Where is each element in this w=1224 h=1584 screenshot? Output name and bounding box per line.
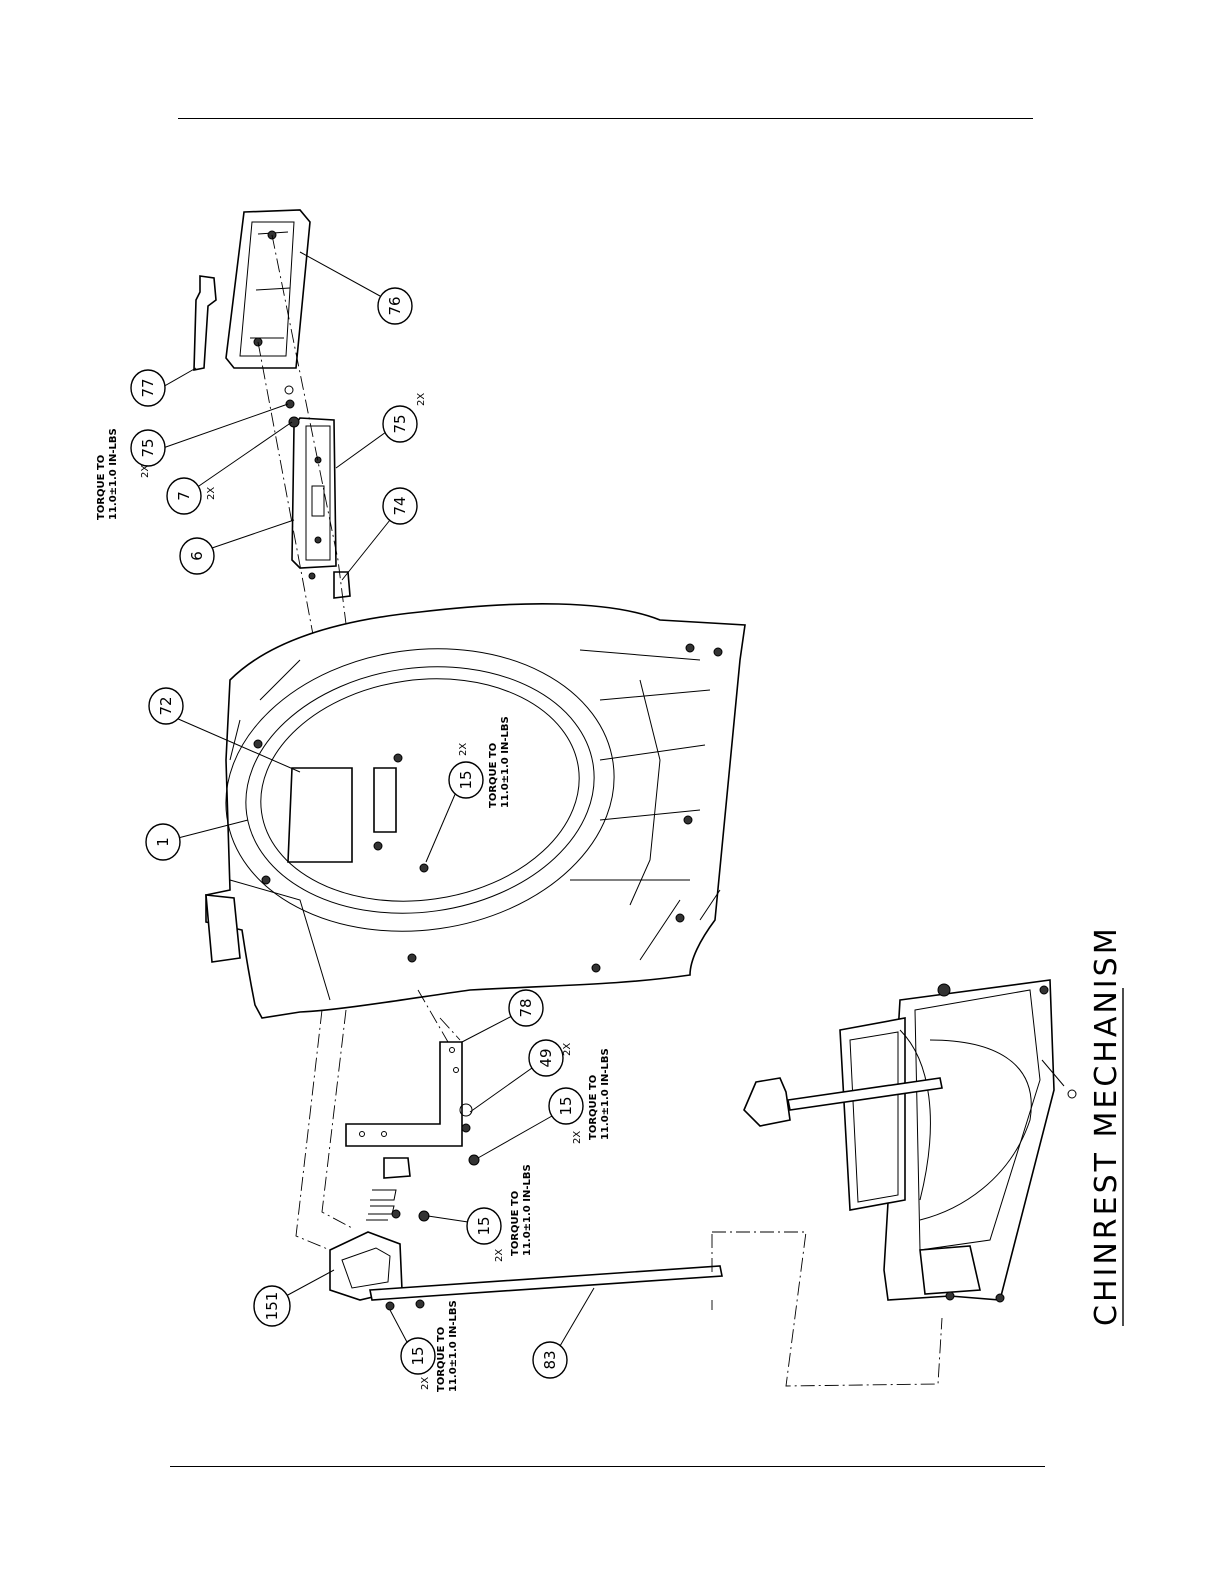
callout-75-top-qty: 2X: [140, 465, 151, 478]
drawing-title: CHINREST MECHANISM: [1089, 925, 1124, 1326]
torque-note-bottom-line2: 11.0±1.0 IN-LBS: [448, 1300, 459, 1392]
callout-74-num: 74: [391, 496, 409, 515]
callout-15-center-num: 15: [457, 770, 475, 789]
callout-15-washer-qty: 2X: [572, 1131, 583, 1144]
torque-note-center-line2: 11.0±1.0 IN-LBS: [500, 716, 511, 808]
callout-15-bottom-num: 15: [409, 1346, 427, 1365]
torque-note-spring: TORQUE TO 11.0±1.0 IN-LBS: [510, 1164, 533, 1256]
callout-49-num: 49: [537, 1048, 555, 1067]
callout-15-bottom: 15 2X: [390, 1310, 435, 1390]
torque-note-washer: TORQUE TO 11.0±1.0 IN-LBS: [588, 1048, 611, 1140]
torque-note-washer-line2: 11.0±1.0 IN-LBS: [600, 1048, 611, 1140]
rod-part-83: [370, 1266, 722, 1300]
callout-15-spring-qty: 2X: [494, 1249, 505, 1262]
callout-76-num: 76: [386, 296, 404, 315]
callout-83-num: 83: [541, 1350, 559, 1369]
callout-6-num: 6: [188, 551, 206, 561]
block-left: [206, 895, 240, 962]
callout-75-side: 75 2X: [336, 393, 427, 468]
callout-49-qty: 2X: [562, 1043, 573, 1056]
callout-72-num: 72: [157, 696, 175, 715]
torque-note-top: TORQUE TO 11.0±1.0 IN-LBS: [96, 428, 119, 520]
callout-7-qty: 2X: [206, 487, 217, 500]
callout-74: 74: [342, 488, 417, 580]
housing-part-76: [226, 210, 310, 368]
spring-assembly: [366, 1158, 429, 1221]
callout-15-spring: 15 2X: [428, 1208, 505, 1262]
title-text: CHINREST MECHANISM: [1089, 925, 1124, 1326]
callout-151: 151: [254, 1270, 334, 1326]
torque-note-bottom: TORQUE TO 11.0±1.0 IN-LBS: [436, 1300, 459, 1392]
torque-note-spring-line2: 11.0±1.0 IN-LBS: [522, 1164, 533, 1256]
torque-note-spring-line1: TORQUE TO: [510, 1191, 521, 1256]
callout-76: 76: [300, 252, 412, 324]
callout-151-num: 151: [263, 1292, 281, 1321]
callout-6: 6: [180, 520, 294, 574]
washer-nut-49-15: [460, 1104, 479, 1165]
callout-75-top-num: 75: [139, 438, 157, 457]
chinrest-mechanism-assembly: [840, 980, 1076, 1302]
torque-note-center-line1: TORQUE TO: [488, 743, 499, 808]
slider-part-78: [346, 1042, 462, 1146]
torque-note-washer-line1: TORQUE TO: [588, 1075, 599, 1140]
callout-78-num: 78: [517, 998, 535, 1017]
callout-7: 7 2X: [167, 422, 292, 514]
label-part-72: [288, 768, 352, 862]
callout-77: 77: [131, 368, 196, 406]
plate-part-77: [194, 276, 216, 370]
callout-15-washer: 15 2X: [478, 1088, 583, 1158]
callout-75-side-num: 75: [391, 414, 409, 433]
callout-7-num: 7: [175, 491, 193, 501]
callout-78: 78: [462, 990, 543, 1042]
callout-15-washer-num: 15: [557, 1096, 575, 1115]
torque-note-top-line2: 11.0±1.0 IN-LBS: [108, 428, 119, 520]
chinrest-frame-part-1: [206, 604, 745, 1018]
callout-15-center-qty: 2X: [458, 743, 469, 756]
fastener-stack-7-75: [285, 386, 299, 427]
callout-15-bottom-qty: 2X: [420, 1377, 431, 1390]
callout-75-side-qty: 2X: [416, 393, 427, 406]
torque-note-bottom-line1: TORQUE TO: [436, 1327, 447, 1392]
callout-15-spring-num: 15: [475, 1216, 493, 1235]
callout-83: 83: [533, 1288, 594, 1378]
callout-77-num: 77: [139, 378, 157, 397]
callout-1-num: 1: [154, 837, 172, 847]
torque-note-top-line1: TORQUE TO: [96, 455, 107, 520]
